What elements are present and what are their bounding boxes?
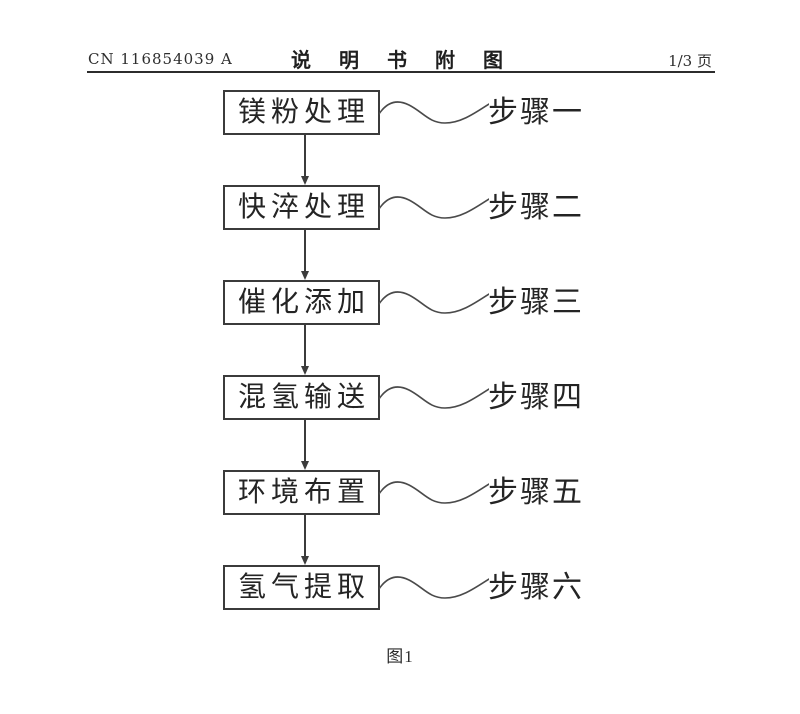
process-box: 氢气提取	[223, 565, 380, 610]
flow-step-row: 催化添加 步骤三	[0, 280, 800, 325]
down-arrow	[301, 325, 310, 375]
step-label: 步骤三	[488, 285, 584, 319]
page-title: 说 明 书 附 图	[291, 50, 509, 72]
down-arrow	[301, 230, 310, 280]
flow-step-row: 混氢输送 步骤四	[0, 375, 800, 420]
process-box-label: 氢气提取	[237, 571, 370, 603]
down-arrow	[301, 420, 310, 470]
arrow-shaft	[304, 230, 306, 272]
process-box: 催化添加	[223, 280, 380, 325]
flow-step-row: 镁粉处理 步骤一	[0, 90, 800, 135]
arrowhead-icon	[301, 271, 309, 280]
step-label: 步骤六	[488, 570, 584, 604]
flow-step-row: 氢气提取 步骤六	[0, 565, 800, 610]
step-label: 步骤二	[488, 190, 584, 224]
step-label: 步骤五	[488, 475, 584, 509]
step-label: 步骤四	[488, 380, 584, 414]
header-divider	[87, 71, 715, 73]
process-box-label: 环境布置	[237, 476, 370, 508]
arrowhead-icon	[301, 176, 309, 185]
arrowhead-icon	[301, 366, 309, 375]
flow-step-row: 环境布置 步骤五	[0, 470, 800, 515]
document-number: CN 116854039 A	[88, 50, 233, 68]
connector-squiggle-line	[379, 386, 489, 409]
process-box: 镁粉处理	[223, 90, 380, 135]
arrowhead-icon	[301, 461, 309, 470]
arrow-shaft	[304, 420, 306, 462]
connector-squiggle-line	[379, 196, 489, 219]
process-box: 混氢输送	[223, 375, 380, 420]
arrow-shaft	[304, 135, 306, 177]
process-box-label: 催化添加	[237, 286, 370, 318]
down-arrow	[301, 515, 310, 565]
connector-squiggle-line	[379, 481, 489, 504]
process-box: 环境布置	[223, 470, 380, 515]
down-arrow	[301, 135, 310, 185]
arrow-shaft	[304, 325, 306, 367]
arrowhead-icon	[301, 556, 309, 565]
arrow-shaft	[304, 515, 306, 557]
step-label: 步骤一	[488, 95, 584, 129]
process-box-label: 镁粉处理	[237, 96, 370, 128]
process-box-label: 混氢输送	[237, 381, 370, 413]
figure-caption: 图1	[386, 647, 414, 666]
page-number: 1/3 页	[668, 52, 712, 70]
flow-step-row: 快淬处理 步骤二	[0, 185, 800, 230]
process-box: 快淬处理	[223, 185, 380, 230]
connector-squiggle-line	[379, 576, 489, 599]
process-box-label: 快淬处理	[237, 191, 370, 223]
connector-squiggle-line	[379, 101, 489, 124]
connector-squiggle-line	[379, 291, 489, 314]
